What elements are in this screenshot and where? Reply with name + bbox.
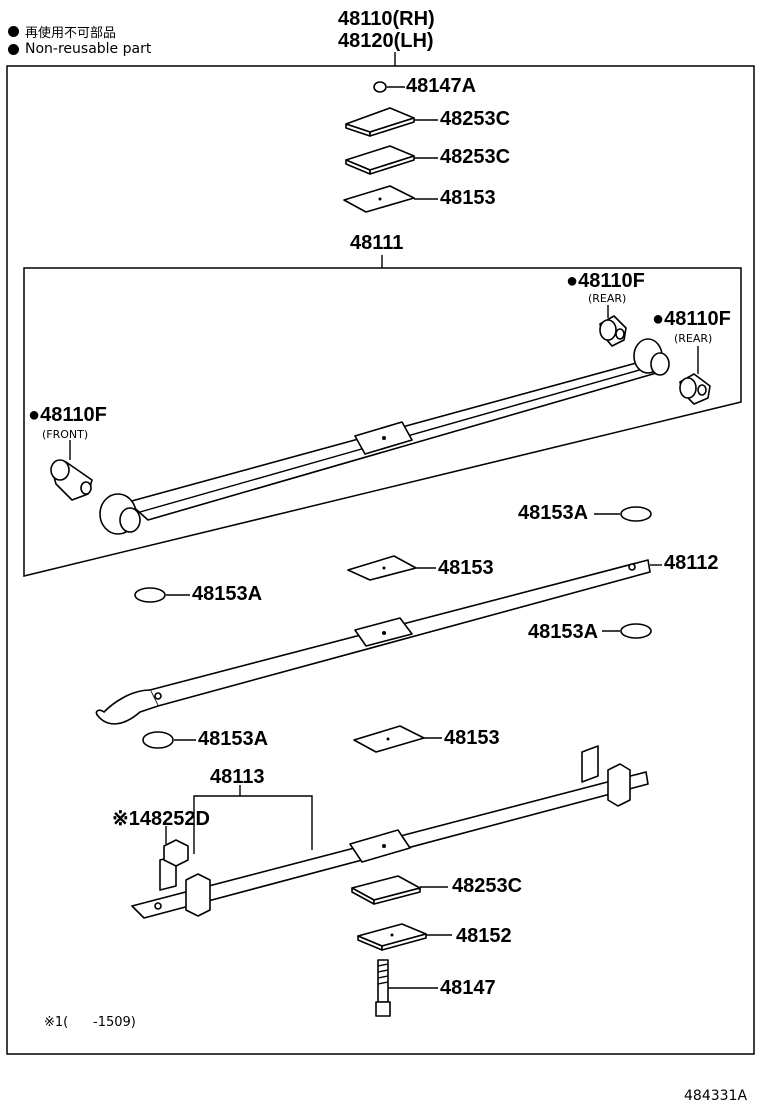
label-48153A-1: 48153A	[518, 502, 589, 524]
bushing-front	[50, 440, 93, 501]
label-bush-rear-2-note: (REAR)	[674, 332, 713, 345]
label-bush-rear-2: ●48110F	[652, 308, 731, 330]
label-48153-1: 48153	[440, 187, 496, 209]
label-48113: 48113	[210, 766, 265, 788]
label-bush-front-note: (FRONT)	[42, 428, 89, 441]
pad-48153A-4	[142, 731, 196, 749]
label-bush-front: ●48110F	[28, 404, 107, 426]
legend-en: Non-reusable part	[25, 41, 152, 57]
second-leaf-48112	[95, 559, 662, 725]
main-leaf-48111	[99, 338, 670, 535]
plate-48253C-1	[345, 107, 438, 137]
pad-48153-3	[353, 725, 442, 753]
label-48253C-1: 48253C	[440, 108, 511, 130]
plate-48152	[357, 923, 452, 951]
label-bush-rear-1-note: (REAR)	[588, 292, 627, 305]
pad-48153-2	[347, 555, 436, 581]
label-48253C-3: 48253C	[452, 875, 523, 897]
label-48112: 48112	[664, 552, 719, 574]
label-48153A-3: 48153A	[528, 621, 599, 643]
clip-48252D	[163, 826, 189, 867]
main-leaf-frame	[23, 267, 742, 577]
legend-jp: 再使用不可部品	[25, 25, 117, 41]
assembly-rh: 48110(RH)	[338, 8, 435, 30]
bullet-icon	[8, 25, 19, 37]
pad-48153-1	[343, 185, 438, 213]
plate-48253C-3	[351, 875, 448, 905]
third-leaf-48113	[131, 745, 649, 919]
nut-48147A	[373, 81, 405, 93]
plate-48253C-2	[345, 145, 438, 175]
label-48111: 48111	[350, 232, 404, 254]
label-48147: 48147	[440, 977, 496, 999]
pad-48153A-2	[134, 587, 190, 603]
bushing-rear-2	[679, 346, 711, 405]
label-48253C-2: 48253C	[440, 146, 511, 168]
label-48153A-2: 48153A	[192, 583, 263, 605]
bullet-icon	[8, 43, 19, 55]
assembly-lh: 48120(LH)	[338, 30, 434, 52]
bushing-rear-1	[599, 305, 627, 347]
pad-48153A-1	[594, 506, 652, 522]
bolt-48147	[375, 959, 438, 1017]
pad-48153A-3	[602, 623, 652, 639]
label-48153-3: 48153	[444, 727, 500, 749]
outer-frame	[6, 65, 755, 1055]
label-48252D: ※148252D	[112, 808, 210, 830]
footnote: ※1( -1509)	[44, 1015, 136, 1030]
label-48153A-4: 48153A	[198, 728, 269, 750]
label-48152: 48152	[456, 925, 512, 947]
label-48147A: 48147A	[406, 75, 477, 97]
legend: 再使用不可部品 Non-reusable part	[8, 22, 151, 58]
label-48153-2: 48153	[438, 557, 494, 579]
illustration-id: 484331A	[684, 1088, 748, 1104]
label-bush-rear-1: ●48110F	[566, 270, 645, 292]
